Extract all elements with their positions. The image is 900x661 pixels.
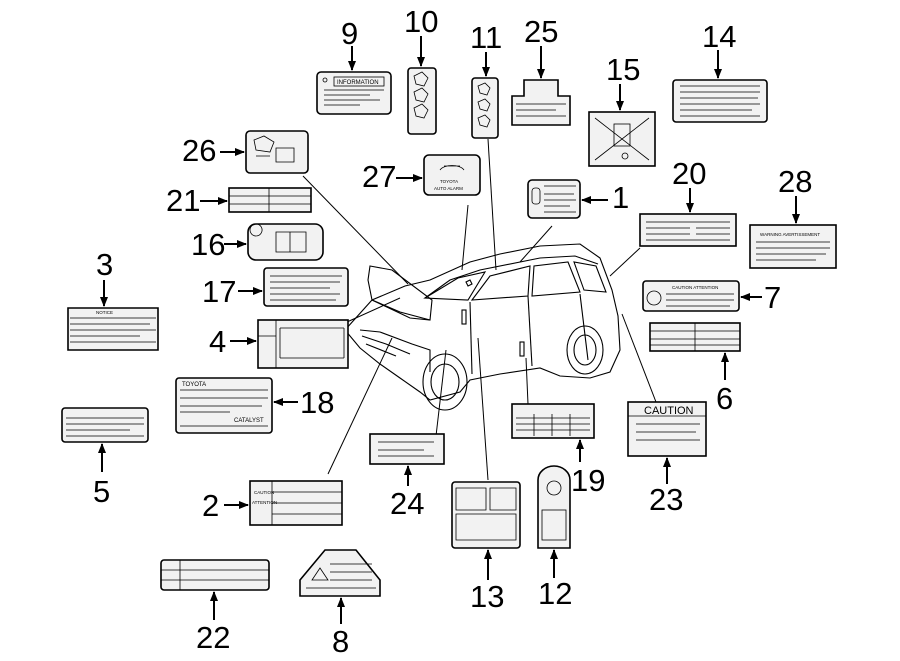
- label-22: [160, 559, 270, 591]
- callout-23: 23: [649, 482, 683, 517]
- label-4: [257, 319, 349, 369]
- label-19: [511, 403, 595, 439]
- label-14: [672, 79, 768, 123]
- callout-arrows: [98, 36, 800, 624]
- label-28-warning: WARNING AVERTISSEMENT: [749, 224, 837, 269]
- callout-4: 4: [209, 324, 226, 359]
- callout-1: 1: [612, 180, 629, 215]
- callout-13: 13: [470, 579, 504, 614]
- callout-28: 28: [778, 164, 812, 199]
- label-8: [299, 549, 381, 597]
- label-25: [511, 79, 571, 126]
- label-27-auto-alarm: TOYOTA AUTO ALARM: [423, 154, 481, 196]
- caution-text: CAUTION: [644, 405, 694, 417]
- callout-7: 7: [764, 280, 781, 315]
- label-26: [245, 130, 309, 174]
- label-6: [649, 322, 741, 352]
- callout-5: 5: [93, 474, 110, 509]
- callout-16: 16: [191, 227, 225, 262]
- label-2: CAUTION ATTENTION: [249, 480, 343, 526]
- label-9-information: INFORMATION: [316, 71, 392, 115]
- warning-text: WARNING AVERTISSEMENT: [760, 232, 820, 237]
- callout-18: 18: [300, 385, 334, 420]
- callout-8: 8: [332, 624, 349, 659]
- label-12: [537, 465, 571, 549]
- label-23-caution: CAUTION: [627, 401, 707, 457]
- caution-small-text: CAUTION: [254, 490, 274, 495]
- leader-lines: [302, 138, 657, 481]
- callout-24: 24: [390, 486, 424, 521]
- callout-11: 11: [470, 20, 502, 55]
- information-text: INFORMATION: [337, 80, 379, 86]
- label-18-catalyst: TOYOTA CATALYST: [175, 377, 273, 434]
- callout-10: 10: [404, 4, 438, 39]
- label-20: [639, 213, 737, 247]
- label-16: [247, 223, 324, 261]
- callout-9: 9: [341, 16, 358, 51]
- callout-12: 12: [538, 576, 572, 611]
- callout-3: 3: [96, 247, 113, 282]
- label-13: [451, 481, 521, 549]
- callout-20: 20: [672, 156, 706, 191]
- callout-15: 15: [606, 52, 640, 87]
- callout-2: 2: [202, 488, 219, 523]
- alarm-line1-text: TOYOTA: [440, 179, 458, 184]
- label-3-notice: NOTICE: [67, 307, 159, 351]
- callout-25: 25: [524, 14, 558, 49]
- label-1: [527, 179, 581, 219]
- callout-22: 22: [196, 620, 230, 655]
- callout-numbers: 9 10 11 25 15 14 26 27 1 20 28 21 16 17 …: [93, 4, 812, 659]
- notice-text: NOTICE: [96, 310, 113, 315]
- callout-19: 19: [571, 463, 605, 498]
- toyota-text: TOYOTA: [182, 382, 206, 388]
- label-5: [61, 407, 149, 443]
- callout-26: 26: [182, 133, 216, 168]
- callout-17: 17: [202, 274, 236, 309]
- label-7-caution-attention: CAUTION ATTENTION: [642, 280, 740, 312]
- vehicle-illustration: [344, 243, 621, 411]
- caution-attention-text: CAUTION ATTENTION: [672, 285, 718, 290]
- label-21: [228, 187, 312, 213]
- label-15-recycle: [588, 111, 656, 167]
- callout-21: 21: [166, 183, 200, 218]
- label-24: [369, 433, 445, 465]
- label-17: [263, 267, 349, 307]
- callout-27: 27: [362, 159, 396, 194]
- callout-6: 6: [716, 381, 733, 416]
- label-10-strip: [407, 67, 437, 135]
- label-11-strip: [471, 77, 499, 139]
- catalyst-text: CATALYST: [234, 418, 264, 424]
- attention-small-text: ATTENTION: [252, 500, 277, 505]
- alarm-line2-text: AUTO ALARM: [434, 186, 463, 191]
- callout-14: 14: [702, 19, 736, 54]
